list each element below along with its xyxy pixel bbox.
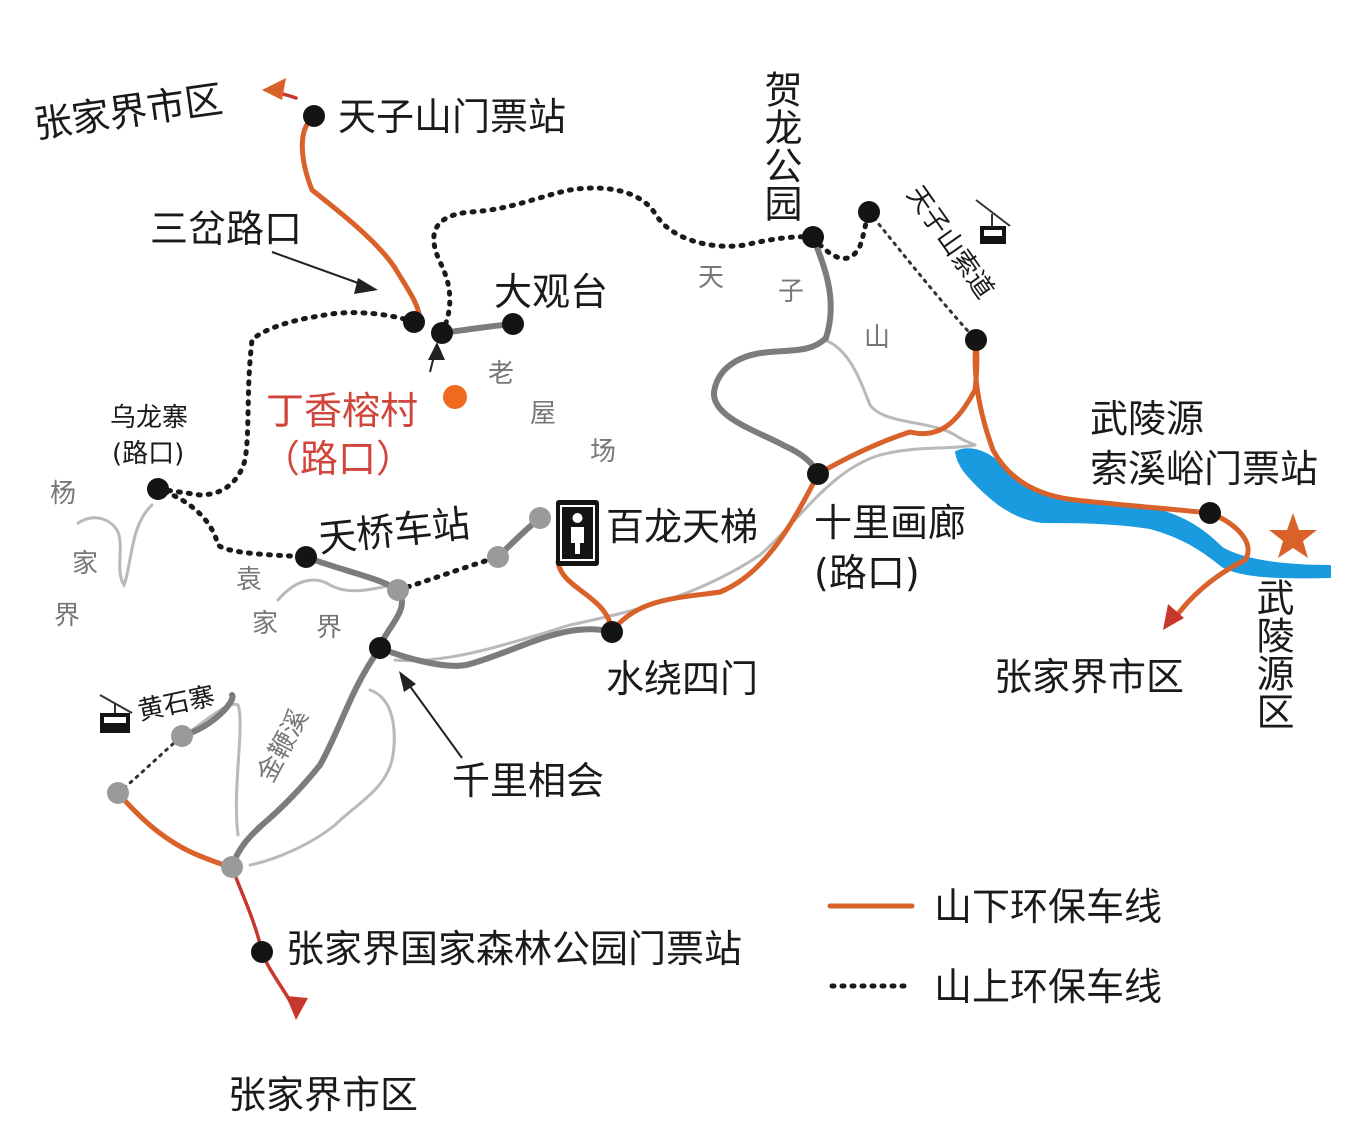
label-zjj-city-right: 张家界市区 — [994, 655, 1184, 699]
label-wulingyuan-district: 武陵源区 — [1250, 578, 1294, 730]
terrain-yuanjiajie-1: 袁 — [236, 565, 262, 595]
label-forest-park-gate: 张家界国家森林公园门票站 — [286, 927, 742, 971]
label-tianqiao-station: 天桥车站 — [316, 501, 472, 561]
dotted-west-loop — [155, 310, 417, 560]
streams — [76, 338, 977, 867]
dot-helong — [802, 226, 824, 248]
arrow-head-bottom — [286, 996, 308, 1020]
arrow-head-right — [1163, 604, 1184, 630]
dot-qianli — [369, 637, 391, 659]
label-wulingyuan-gate-line2: 索溪峪门票站 — [1090, 447, 1318, 491]
dot-dingxiang-village — [443, 385, 467, 409]
label-qianli-xianghui: 千里相会 — [452, 759, 604, 803]
dot-gray-huangshizhai — [171, 725, 193, 747]
terrain-yuanjiajie-2: 家 — [252, 609, 278, 639]
dotted-bailong — [395, 554, 501, 593]
terrain-tianzishan-3: 山 — [864, 323, 890, 353]
stream-jinbianxi-loop — [248, 688, 396, 867]
dot-shuirao — [601, 621, 623, 643]
dot-gray-huangshizhai-low — [107, 782, 129, 804]
stream-yangjiajie — [76, 503, 154, 589]
ropeway-huangshizhai — [116, 734, 184, 795]
black-stations — [147, 105, 1221, 963]
label-wulongzhai-junction: (路口) — [112, 439, 184, 469]
dot-wulongzhai — [147, 478, 169, 500]
legend: 山下环保车线 山上环保车线 — [827, 885, 1162, 1009]
terrain-tianzishan-2: 子 — [778, 277, 804, 307]
label-dingxiang-junction: （路口） — [262, 437, 414, 481]
dot-gray-tianqiao-east — [387, 579, 409, 601]
terrain-yangjiajie-3: 界 — [54, 601, 80, 631]
label-bailong-elevator: 百龙天梯 — [606, 505, 758, 549]
terrain-jinbianxi: 金鞭溪 — [252, 704, 315, 787]
label-helong-park: 贺龙公园 — [758, 70, 802, 222]
label-shuirao-simen: 水绕四门 — [606, 657, 758, 701]
label-zjj-city-bottom: 张家界市区 — [228, 1073, 418, 1117]
dot-gray-bailong-high — [529, 507, 551, 529]
gray-stations — [107, 507, 551, 878]
dot-daguantai — [502, 313, 524, 335]
road-jinbianxi — [229, 645, 383, 870]
label-wulingyuan-gate-line1: 武陵源 — [1090, 397, 1204, 441]
terrain-laowuchang-1: 老 — [488, 359, 514, 389]
pointer-dingxiang-head — [428, 342, 445, 360]
arrow-head-top-left — [262, 78, 286, 100]
dot-tianzi-ropeway-bottom — [965, 329, 987, 351]
star-icon — [1269, 513, 1317, 558]
stream-yuanjiajie — [276, 578, 394, 602]
dot-gray-bailong-low — [487, 546, 509, 568]
dot-sancha-a — [403, 311, 425, 333]
dot-tianzishan-gate — [303, 105, 325, 127]
label-sancha-junction: 三岔路口 — [150, 207, 302, 251]
label-zjj-city-top-left: 张家界市区 — [31, 77, 225, 147]
dot-gray-jinbianxi-end — [221, 856, 243, 878]
road-qianli-to-shuirao — [377, 626, 615, 669]
legend-lower-line-label: 山下环保车线 — [934, 885, 1162, 929]
elevator-person-icon — [556, 500, 599, 566]
dot-suoxi-gate — [1199, 502, 1221, 524]
place-labels: 张家界市区 天子山门票站 三岔路口 大观台 丁香榕村 （路口） 乌龙寨 (路口)… — [31, 70, 1318, 1117]
terrain-laowuchang-2: 屋 — [530, 399, 556, 429]
road-helong-to-shili — [711, 234, 834, 477]
stream-huangshizhai — [180, 702, 242, 837]
label-shili-hualang: 十里画廊 — [814, 501, 966, 545]
label-wulongzhai: 乌龙寨 — [110, 403, 188, 433]
pointer-qianli-head — [399, 671, 416, 692]
legend-upper-line-label: 山上环保车线 — [934, 965, 1162, 1009]
pointer-sancha-head — [354, 278, 378, 294]
label-dingxiang-village: 丁香榕村 — [266, 389, 418, 433]
cable-car-icon — [99, 694, 133, 733]
terrain-yangjiajie-2: 家 — [72, 549, 98, 579]
label-tianzishan-gate: 天子山门票站 — [338, 95, 566, 139]
ropeway-tianzishan — [867, 210, 978, 342]
terrain-tianzishan-1: 天 — [698, 263, 724, 293]
orange-route-north — [299, 113, 423, 325]
label-daguantai: 大观台 — [494, 270, 608, 314]
pointer-sancha-line — [271, 251, 373, 289]
cable-car-icon — [975, 199, 1011, 244]
dot-forest-gate — [251, 941, 273, 963]
dot-tianqiao — [295, 546, 317, 568]
stream-main — [393, 443, 977, 663]
pointer-qianli-line — [403, 677, 463, 759]
dot-tianzi-ropeway-top — [858, 201, 880, 223]
dot-sancha-b — [431, 322, 453, 344]
terrain-laowuchang-3: 场 — [590, 437, 616, 467]
orange-route-huangshizhai — [115, 790, 235, 870]
terrain-yangjiajie-1: 杨 — [50, 479, 76, 509]
dot-shili — [807, 463, 829, 485]
terrain-yuanjiajie-3: 界 — [316, 613, 342, 643]
label-shili-junction: (路口) — [814, 551, 920, 595]
dotted-upper-loop — [431, 185, 816, 336]
stream-loop-tianzishan — [823, 338, 977, 447]
